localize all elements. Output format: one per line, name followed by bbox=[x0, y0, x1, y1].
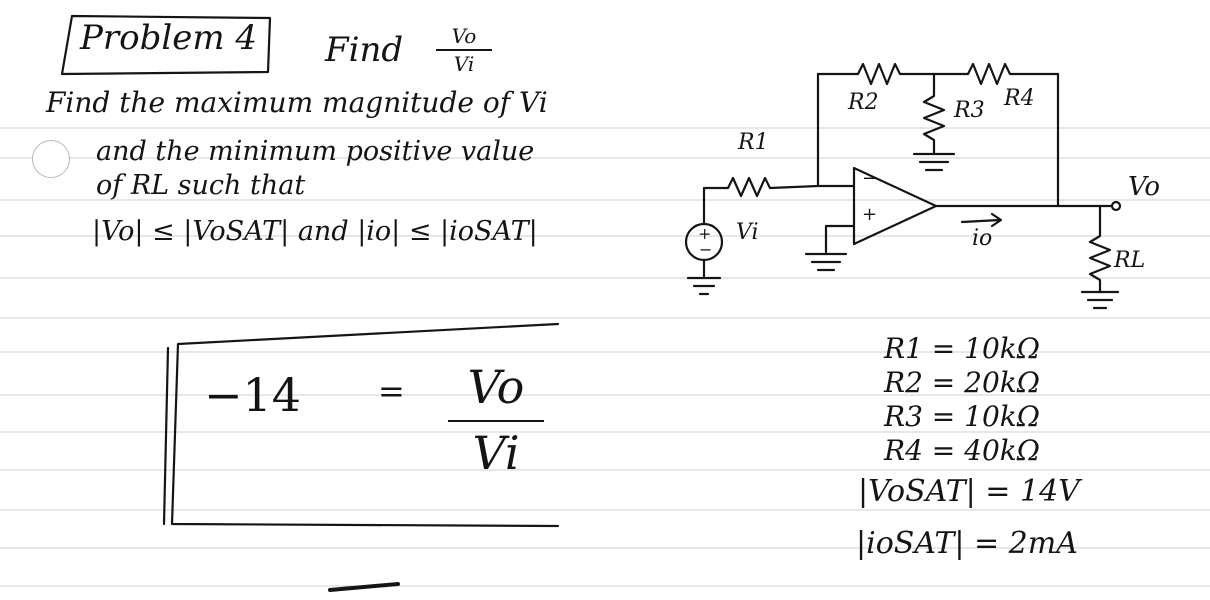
rl-label: RL bbox=[1114, 248, 1146, 273]
underline-stroke bbox=[328, 582, 400, 592]
io-arrow bbox=[960, 212, 1003, 228]
r4-label: R4 bbox=[1004, 86, 1035, 111]
opamp-ground bbox=[804, 252, 848, 272]
given-r1: R1 = 10kΩ bbox=[884, 332, 1040, 365]
given-r3: R3 = 10kΩ bbox=[884, 400, 1040, 433]
punch-hole bbox=[32, 140, 70, 178]
r4-resistor bbox=[932, 62, 1060, 86]
given-r4: R4 = 40kΩ bbox=[884, 434, 1040, 467]
problem-line-1: Find the maximum magnitude of Vi bbox=[46, 86, 548, 119]
r2-label: R2 bbox=[848, 90, 879, 115]
answer-fraction: Vo Vi bbox=[448, 360, 544, 480]
answer-denominator: Vi bbox=[472, 426, 520, 480]
find-fraction-denominator: Vi bbox=[453, 52, 475, 76]
opamp-plus-label: + bbox=[862, 204, 878, 225]
rl-resistor bbox=[1088, 204, 1112, 294]
problem-line-3: of RL such that bbox=[96, 170, 306, 201]
rl-ground bbox=[1080, 290, 1120, 310]
opamp-minus-label: − bbox=[862, 168, 878, 189]
vo-terminal bbox=[1110, 200, 1122, 212]
answer-numerator: Vo bbox=[467, 360, 525, 414]
op-amp-circuit bbox=[684, 62, 1122, 310]
r3-resistor bbox=[922, 72, 946, 156]
given-vosat: |VoSAT| = 14V bbox=[858, 474, 1080, 509]
vi-ground bbox=[686, 276, 722, 296]
vi-source-minus: − bbox=[699, 240, 713, 259]
answer-fraction-bar bbox=[448, 420, 544, 422]
problem-label: Problem 4 bbox=[80, 18, 258, 58]
given-iosat: |ioSAT| = 2mA bbox=[856, 526, 1078, 561]
vo-label: Vo bbox=[1128, 172, 1161, 202]
vi-source-plus: + bbox=[698, 224, 712, 243]
r2-resistor bbox=[816, 62, 936, 86]
problem-line-2: and the minimum positive value bbox=[96, 136, 535, 167]
answer-value: −14 bbox=[204, 368, 302, 422]
vi-label: Vi bbox=[736, 220, 759, 245]
find-fraction-numerator: Vo bbox=[451, 24, 477, 48]
r3-label: R3 bbox=[954, 98, 985, 123]
find-fraction: Vo Vi bbox=[436, 24, 492, 76]
find-fraction-bar bbox=[436, 49, 492, 51]
find-word: Find bbox=[325, 30, 404, 70]
answer-equals: = bbox=[378, 372, 405, 410]
r1-resistor bbox=[702, 176, 856, 200]
r3-ground bbox=[912, 152, 956, 172]
problem-line-4: |Vo| ≤ |VoSAT| and |io| ≤ |ioSAT| bbox=[92, 216, 538, 247]
op-amp-symbol bbox=[852, 166, 938, 246]
answer-box bbox=[162, 322, 560, 528]
problem-label-box bbox=[60, 14, 272, 76]
io-label: io bbox=[972, 226, 993, 251]
given-r2: R2 = 20kΩ bbox=[884, 366, 1040, 399]
r1-label: R1 bbox=[738, 130, 769, 155]
